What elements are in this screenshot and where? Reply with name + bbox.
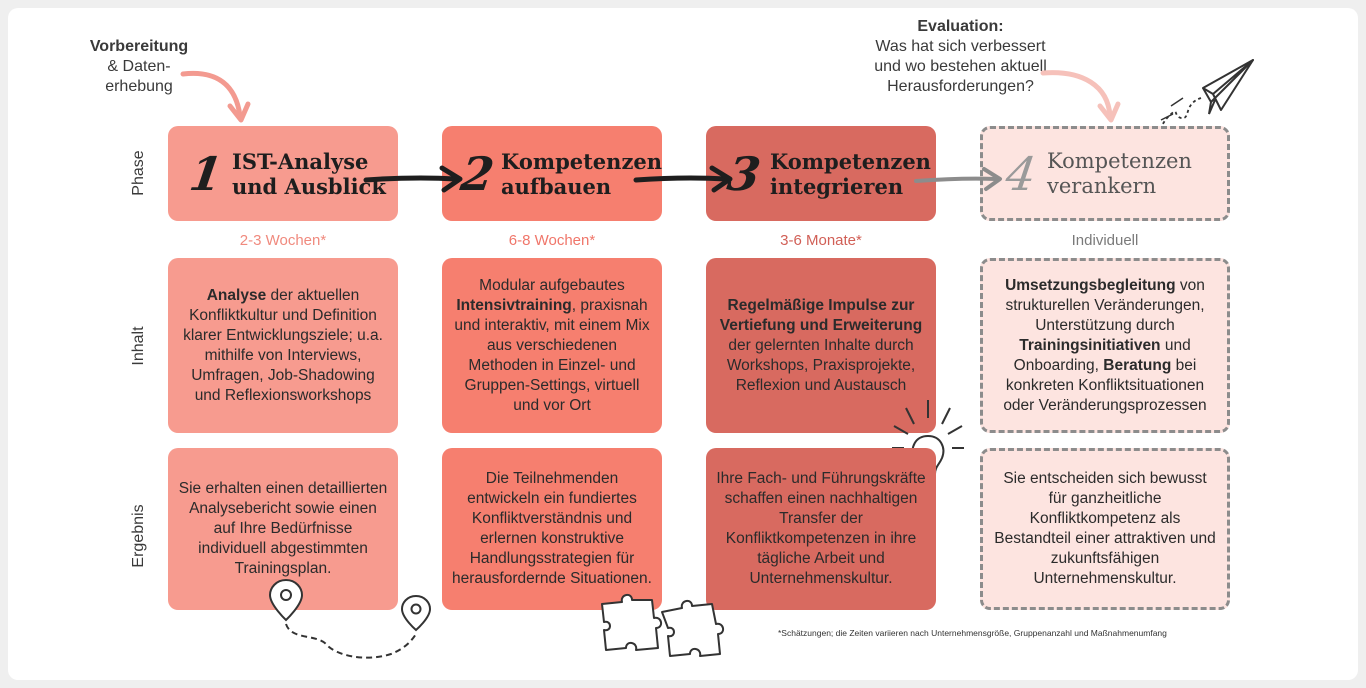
phase-4-title: Kompetenzen verankern bbox=[1047, 149, 1192, 199]
phase-1-inhalt-bold: Analyse bbox=[206, 286, 267, 304]
phase-2-title-line-1: Kompetenzen bbox=[501, 148, 662, 174]
roadmap-canvas: Vorbereitung & Daten- erhebung Evaluatio… bbox=[8, 8, 1358, 680]
phase-2-inhalt-box: Modular aufgebautes Intensivtraining, pr… bbox=[442, 258, 662, 433]
phase-2-ergebnis-box: Die Teilnehmenden entwickeln ein fundier… bbox=[442, 448, 662, 610]
phase-3-title-line-2: integrieren bbox=[770, 173, 904, 199]
phase-3-inhalt-box: Regelmäßige Impulse zur Vertiefung und E… bbox=[706, 258, 936, 433]
phase-3-inhalt-text: der gelernten Inhalte durch Workshops, P… bbox=[726, 336, 916, 394]
arrow-icon-3-4 bbox=[914, 167, 1002, 191]
phase-1-inhalt-box: Analyse der aktuellen Konfliktkultur und… bbox=[168, 258, 398, 433]
phase-4-inhalt-bold-3: Beratung bbox=[1103, 356, 1172, 374]
phase-3-header: 3 Kompetenzen integrieren bbox=[706, 126, 936, 221]
phase-3-duration: 3-6 Monate* bbox=[780, 232, 862, 249]
phase-1-header: 1 IST-Analyse und Ausblick bbox=[168, 126, 398, 221]
preparation-line-2: erhebung bbox=[105, 78, 173, 95]
phase-2-inhalt-text: , praxisnah und interaktiv, mit einem Mi… bbox=[454, 296, 650, 414]
phase-4-header: 4 Kompetenzen verankern bbox=[980, 126, 1230, 221]
phase-1-duration: 2-3 Wochen* bbox=[239, 232, 327, 249]
phase-3-ergebnis-text: Ihre Fach- und Führungskräfte schaffen e… bbox=[716, 470, 926, 587]
footnote: *Schätzungen; die Zeiten variieren nach … bbox=[778, 628, 1167, 638]
phase-3-inhalt-bold: Regelmäßige Impulse zur Vertiefung und E… bbox=[719, 296, 923, 334]
phase-4-title-line-2: verankern bbox=[1047, 173, 1157, 198]
phase-1-inhalt-text: der aktuellen Konfliktkultur und Definit… bbox=[183, 286, 383, 404]
evaluation-line-2: und wo bestehen aktuell bbox=[874, 58, 1047, 75]
phase-4-inhalt-bold-1: Umsetzungsbegleitung bbox=[1005, 276, 1176, 294]
phase-1-ergebnis-box: Sie erhalten einen detaillierten Analyse… bbox=[168, 448, 398, 610]
map-pin-route-icon bbox=[268, 578, 432, 659]
phase-4-inhalt-text-3: bei konkreten Konfliktsituationen oder V… bbox=[1003, 356, 1207, 414]
row-label-ergebnis: Ergebnis bbox=[130, 504, 147, 568]
phase-1-title-line-1: IST-Analyse bbox=[232, 148, 369, 174]
evaluation-line-1: Was hat sich verbessert bbox=[875, 38, 1046, 55]
phase-4-inhalt-text-1: von strukturellen Veränderungen, Unterst… bbox=[1005, 276, 1205, 334]
phase-3-title: Kompetenzen integrieren bbox=[770, 149, 931, 199]
arrow-icon-1-2 bbox=[363, 165, 463, 193]
evaluation-line-3: Herausforderungen? bbox=[887, 78, 1034, 95]
phase-1-number: 1 bbox=[186, 146, 226, 201]
phase-2-ergebnis-text: Die Teilnehmenden entwickeln ein fundier… bbox=[452, 470, 652, 587]
curved-arrow-icon-evaluation bbox=[1040, 70, 1121, 123]
preparation-line-1: & Daten- bbox=[107, 58, 171, 75]
phase-3-title-line-1: Kompetenzen bbox=[770, 148, 931, 174]
phase-2-header: 2 Kompetenzen aufbauen bbox=[442, 126, 662, 221]
puzzle-icon bbox=[601, 594, 724, 657]
phase-2-duration: 6-8 Wochen* bbox=[508, 232, 596, 249]
row-label-inhalt: Inhalt bbox=[130, 326, 147, 366]
phase-4-ergebnis-box: Sie entscheiden sich bewusst für ganzhei… bbox=[980, 448, 1230, 610]
preparation-title: Vorbereitung bbox=[89, 38, 189, 55]
phase-4-duration: Individuell bbox=[1071, 232, 1139, 249]
phase-2-title-line-2: aufbauen bbox=[501, 173, 612, 199]
phase-1-title-line-2: und Ausblick bbox=[232, 173, 386, 199]
paper-plane-icon bbox=[1157, 59, 1254, 133]
curved-arrow-icon bbox=[180, 70, 251, 123]
phase-4-inhalt-bold-2: Trainingsinitiativen bbox=[1019, 336, 1161, 354]
phase-4-inhalt-box: Umsetzungsbegleitung von strukturellen V… bbox=[980, 258, 1230, 433]
phase-4-ergebnis-text: Sie entscheiden sich bewusst für ganzhei… bbox=[994, 470, 1216, 587]
phase-4-inhalt-text-2: und Onboarding, bbox=[1013, 336, 1191, 374]
evaluation-annotation: Evaluation: Was hat sich verbessert und … bbox=[858, 17, 1063, 97]
phase-2-title: Kompetenzen aufbauen bbox=[501, 149, 662, 199]
phase-1-title: IST-Analyse und Ausblick bbox=[232, 149, 386, 199]
evaluation-title: Evaluation: bbox=[917, 18, 1004, 35]
phase-4-title-line-1: Kompetenzen bbox=[1047, 148, 1192, 173]
phase-1-ergebnis-text: Sie erhalten einen detaillierten Analyse… bbox=[178, 480, 388, 577]
phase-2-inhalt-pre: Modular aufgebautes bbox=[479, 276, 625, 294]
preparation-annotation: Vorbereitung & Daten- erhebung bbox=[80, 37, 198, 97]
row-label-phase: Phase bbox=[130, 150, 147, 196]
arrow-icon-2-3 bbox=[633, 165, 733, 193]
phase-3-ergebnis-box: Ihre Fach- und Führungskräfte schaffen e… bbox=[706, 448, 936, 610]
phase-2-inhalt-bold: Intensivtraining bbox=[456, 296, 572, 314]
